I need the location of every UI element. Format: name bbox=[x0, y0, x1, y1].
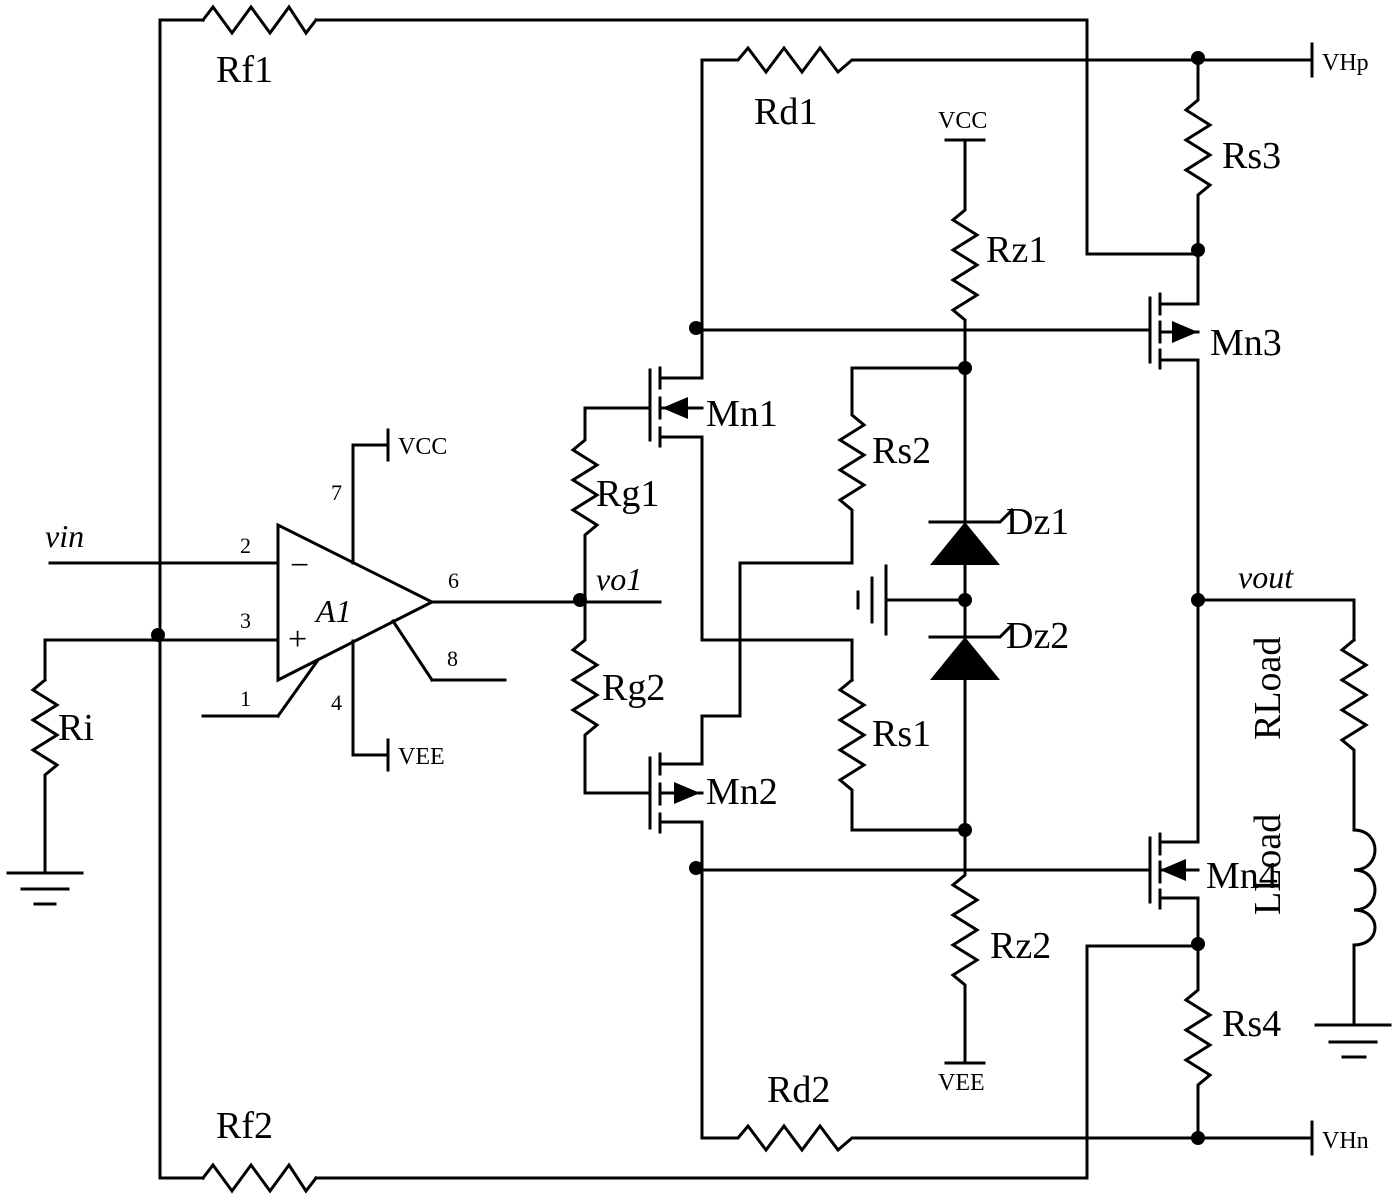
label-rs1: Rs1 bbox=[872, 713, 931, 755]
wire-mn2-drain bbox=[700, 523, 854, 766]
resistor-rg1 bbox=[570, 406, 652, 604]
mosfet-mn1 bbox=[648, 366, 704, 448]
ground-mid bbox=[856, 564, 967, 636]
resistor-ri bbox=[30, 677, 60, 872]
label-rd2: Rd2 bbox=[767, 1069, 830, 1111]
net-vhp-label: VHp bbox=[1322, 50, 1369, 76]
net-vin-label: vin bbox=[45, 518, 84, 554]
ground-load bbox=[1314, 1023, 1392, 1059]
pin-3-label: 3 bbox=[240, 608, 251, 633]
ground-ri bbox=[6, 871, 84, 906]
resistor-rs1 bbox=[837, 677, 967, 832]
pin-8-label: 8 bbox=[447, 646, 458, 671]
label-mn2: Mn2 bbox=[706, 771, 778, 813]
resistor-rf1 bbox=[200, 4, 319, 36]
mosfet-mn3 bbox=[1148, 292, 1200, 370]
opamp-vee-label: VEE bbox=[398, 744, 445, 770]
inductor-lload bbox=[1352, 828, 1377, 1027]
label-mn4: Mn4 bbox=[1206, 855, 1278, 897]
label-rf1: Rf1 bbox=[216, 49, 273, 91]
label-rf2: Rf2 bbox=[216, 1105, 273, 1147]
label-rg2: Rg2 bbox=[602, 667, 665, 709]
label-rz1: Rz1 bbox=[986, 229, 1047, 271]
pin-2-label: 2 bbox=[240, 533, 251, 558]
label-rg1: Rg1 bbox=[596, 473, 659, 515]
zener-dz1 bbox=[928, 507, 1015, 565]
opamp-vcc-label: VCC bbox=[398, 434, 447, 460]
label-rs2: Rs2 bbox=[872, 430, 931, 472]
label-dz2: Dz2 bbox=[1006, 615, 1069, 657]
label-rz2: Rz2 bbox=[990, 925, 1051, 967]
wire-noninverting bbox=[43, 638, 280, 682]
opamp-plus-sign: + bbox=[288, 621, 307, 658]
resistor-rz2 bbox=[950, 828, 980, 1065]
resistor-rz1 bbox=[950, 138, 980, 832]
label-ri: Ri bbox=[58, 707, 94, 749]
label-rload: RLoad bbox=[1247, 637, 1289, 740]
label-dz1: Dz1 bbox=[1006, 501, 1069, 543]
resistor-rs3 bbox=[1183, 58, 1213, 306]
resistor-rg2 bbox=[570, 600, 652, 795]
net-vo1-label: vo1 bbox=[596, 561, 642, 597]
resistor-rs4 bbox=[1183, 896, 1213, 1140]
pin-6-label: 6 bbox=[448, 568, 459, 593]
wire-vout bbox=[1196, 598, 1356, 642]
resistor-rd1 bbox=[700, 45, 1312, 380]
net-vcc-top-label: VCC bbox=[938, 108, 987, 134]
zener-dz2 bbox=[928, 622, 1015, 680]
label-rd1: Rd1 bbox=[754, 91, 817, 133]
label-mn1: Mn1 bbox=[706, 393, 778, 435]
pin-4-label: 4 bbox=[331, 690, 342, 715]
net-vout-label: vout bbox=[1238, 559, 1294, 595]
pin-1-label: 1 bbox=[240, 686, 251, 711]
resistor-rs2 bbox=[837, 366, 967, 527]
wire-mn1-source bbox=[700, 435, 854, 682]
resistor-rf2 bbox=[200, 1162, 319, 1194]
opamp-a1-label: A1 bbox=[314, 593, 352, 629]
opamp-minus-sign: − bbox=[290, 547, 309, 584]
label-lload: LLoad bbox=[1247, 814, 1289, 915]
junction-dots bbox=[151, 51, 1205, 1145]
resistor-rload bbox=[1339, 637, 1369, 832]
net-vee-bottom-label: VEE bbox=[938, 1070, 985, 1096]
mosfet-mn4 bbox=[1148, 832, 1200, 910]
resistor-rd2 bbox=[700, 820, 1312, 1153]
label-rs4: Rs4 bbox=[1222, 1003, 1281, 1045]
label-rs3: Rs3 bbox=[1222, 135, 1281, 177]
pin-7-label: 7 bbox=[331, 480, 342, 505]
label-mn3: Mn3 bbox=[1210, 322, 1282, 364]
mosfet-mn2 bbox=[648, 752, 704, 834]
wire-feedback-outer bbox=[158, 18, 1200, 1180]
net-vhn-label: VHn bbox=[1322, 1128, 1369, 1154]
opamp-a1 bbox=[201, 428, 662, 772]
